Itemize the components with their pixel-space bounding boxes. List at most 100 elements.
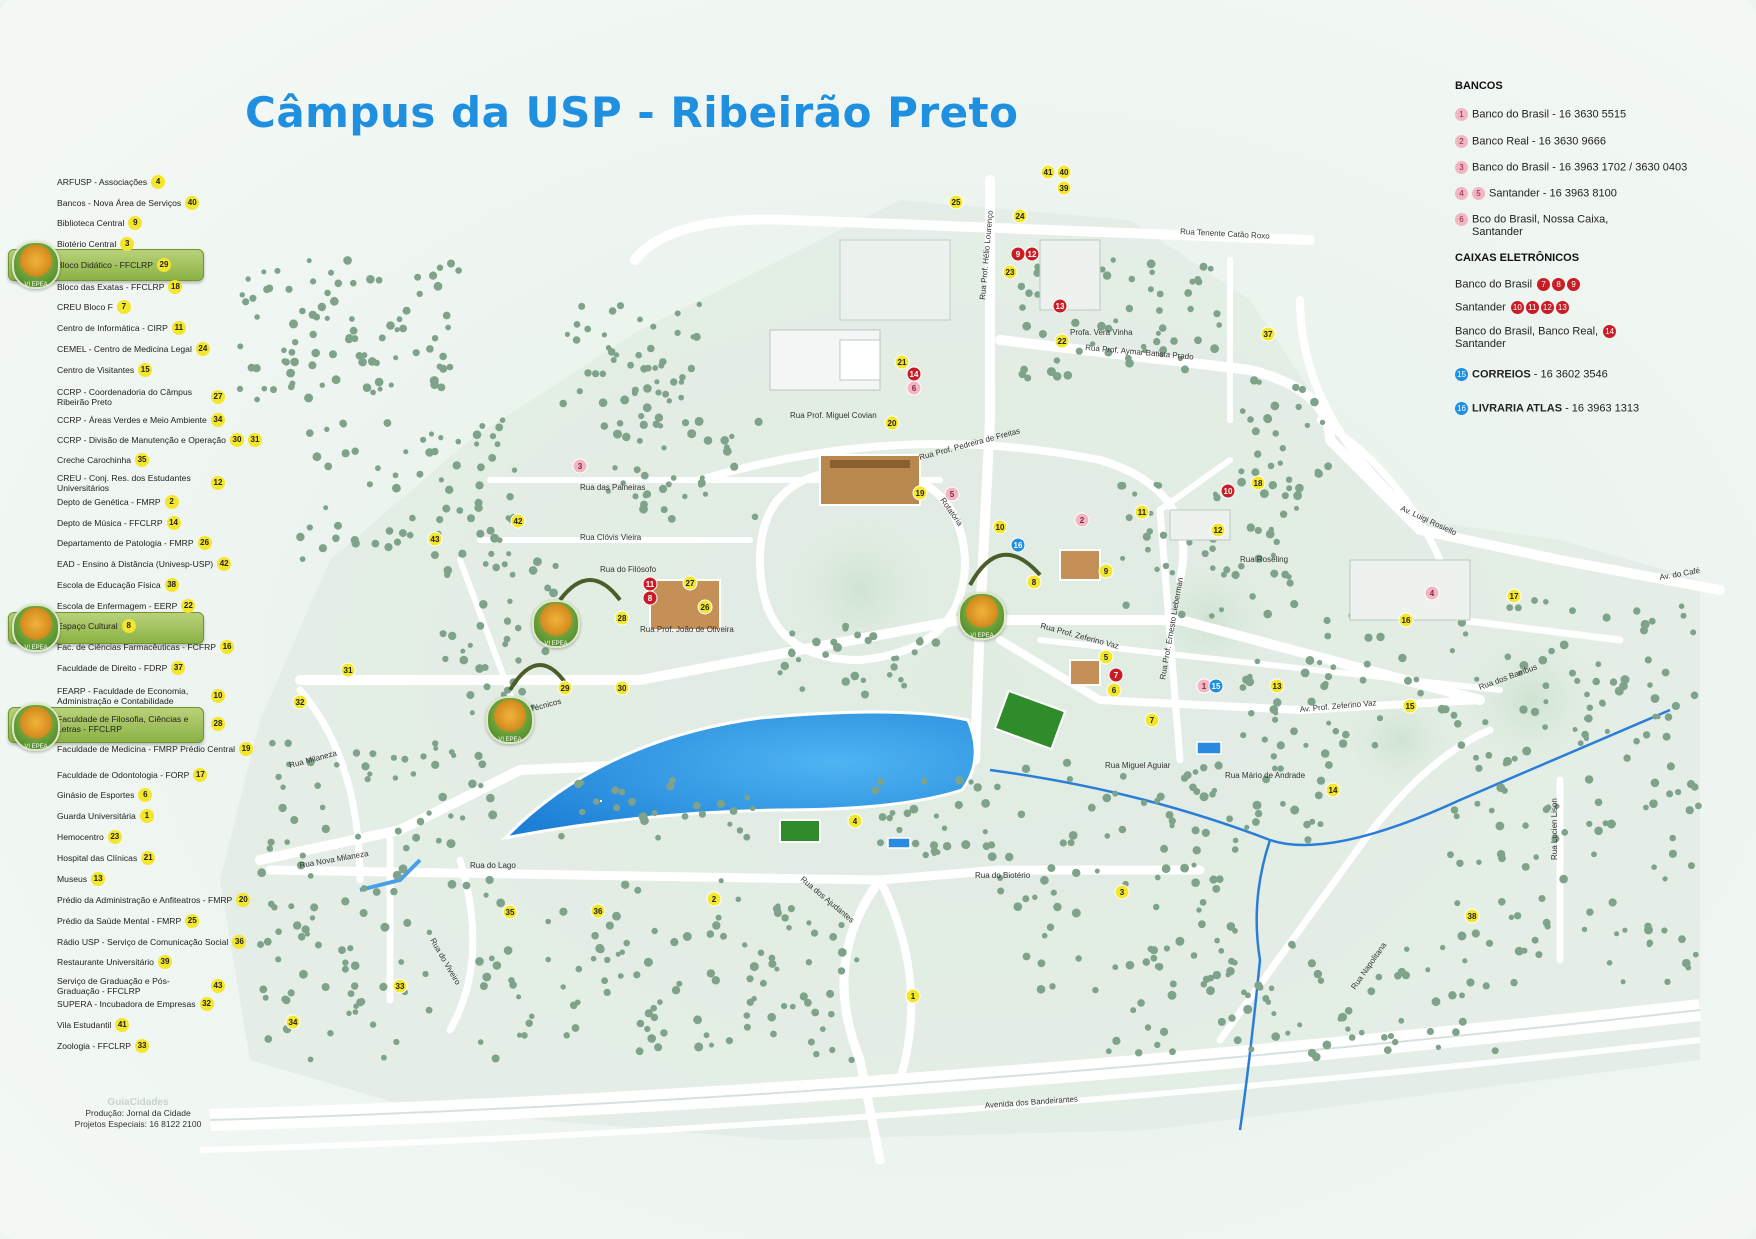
map-marker[interactable]: 6 — [1106, 682, 1122, 698]
map-marker[interactable]: 20 — [884, 415, 900, 431]
map-marker[interactable]: 8 — [1026, 574, 1042, 590]
map-marker[interactable]: 38 — [1464, 908, 1480, 924]
map-marker[interactable]: 4 — [847, 813, 863, 829]
map-marker[interactable]: 43 — [427, 531, 443, 547]
map-marker[interactable]: 41 — [1040, 164, 1056, 180]
map-marker[interactable]: 24 — [1012, 208, 1028, 224]
map-marker[interactable]: 36 — [590, 903, 606, 919]
map-marker[interactable]: 13 — [1269, 678, 1285, 694]
map-marker[interactable]: 19 — [912, 485, 928, 501]
legend-item[interactable]: CREU - Conj. Res. dos Estudantes Univers… — [57, 473, 297, 493]
map-marker[interactable]: 12 — [1210, 522, 1226, 538]
map-marker[interactable]: 15 — [1402, 698, 1418, 714]
map-marker[interactable]: 14 — [1325, 782, 1341, 798]
map-marker[interactable]: 28 — [614, 610, 630, 626]
map-marker[interactable]: 17 — [1506, 588, 1522, 604]
map-marker[interactable]: 5 — [1098, 649, 1114, 665]
map-marker[interactable]: 9 — [1010, 246, 1026, 262]
map-marker[interactable]: 4 — [1424, 585, 1440, 601]
map-marker[interactable]: 25 — [948, 194, 964, 210]
epea-tree-icon[interactable]: VI EPEA — [12, 604, 60, 652]
map-marker[interactable]: 6 — [906, 380, 922, 396]
map-marker[interactable]: 7 — [1108, 667, 1124, 683]
legend-item[interactable]: Faculdade de Medicina - FMRP Prédio Cent… — [57, 742, 297, 756]
map-marker[interactable]: 16 — [1398, 612, 1414, 628]
epea-tree-icon[interactable]: VI EPEA — [486, 696, 534, 744]
map-marker[interactable]: 30 — [614, 680, 630, 696]
legend-item[interactable]: EAD - Ensino à Distância (Univesp-USP)42 — [57, 557, 297, 571]
legend-item[interactable]: Rádio USP - Serviço de Comunicação Socia… — [57, 935, 297, 949]
epea-tree-icon[interactable]: VI EPEA — [958, 592, 1006, 640]
map-marker[interactable]: 35 — [502, 904, 518, 920]
legend-item[interactable]: CCRP - Coordenadoria do Câmpus Ribeirão … — [57, 387, 297, 407]
map-marker[interactable]: 7 — [1144, 712, 1160, 728]
legend-item[interactable]: FEARP - Faculdade de Economia, Administr… — [57, 686, 297, 706]
map-marker[interactable]: 10 — [992, 519, 1008, 535]
map-marker[interactable]: 32 — [292, 694, 308, 710]
map-marker[interactable]: 29 — [557, 680, 573, 696]
epea-tree-icon[interactable]: VI EPEA — [12, 703, 60, 751]
map-marker[interactable]: 16 — [1010, 537, 1026, 553]
map-marker[interactable]: 27 — [682, 575, 698, 591]
map-marker[interactable]: 39 — [1056, 180, 1072, 196]
map-marker[interactable]: 8 — [642, 590, 658, 606]
map-marker[interactable]: 10 — [1220, 483, 1236, 499]
legend-item[interactable]: Faculdade de Filosofia, Ciências e Letra… — [57, 714, 297, 734]
map-marker[interactable]: 1 — [905, 988, 921, 1004]
epea-tree-icon[interactable]: VI EPEA — [532, 600, 580, 648]
map-marker[interactable]: 11 — [642, 576, 658, 592]
map-marker[interactable]: 33 — [392, 978, 408, 994]
map-marker[interactable]: 26 — [697, 599, 713, 615]
map-marker[interactable]: 34 — [285, 1014, 301, 1030]
map-marker[interactable]: 21 — [894, 354, 910, 370]
map-marker[interactable]: 23 — [1002, 264, 1018, 280]
map-marker[interactable]: 11 — [1134, 504, 1150, 520]
legend-item[interactable]: Serviço de Graduação e Pós-Graduação - F… — [57, 976, 297, 996]
map-marker[interactable]: 12 — [1024, 246, 1040, 262]
map-marker[interactable]: 40 — [1056, 164, 1072, 180]
map-marker[interactable]: 9 — [1098, 563, 1114, 579]
map-marker[interactable]: 13 — [1052, 298, 1068, 314]
map-marker[interactable]: 3 — [572, 458, 588, 474]
map-marker[interactable]: 31 — [340, 662, 356, 678]
map-marker[interactable]: 2 — [1074, 512, 1090, 528]
map-marker[interactable]: 42 — [510, 513, 526, 529]
map-marker[interactable]: 5 — [944, 486, 960, 502]
map-marker[interactable]: 3 — [1114, 884, 1130, 900]
map-marker[interactable]: 14 — [906, 366, 922, 382]
map-marker[interactable]: 2 — [706, 891, 722, 907]
map-marker[interactable]: 18 — [1250, 475, 1266, 491]
